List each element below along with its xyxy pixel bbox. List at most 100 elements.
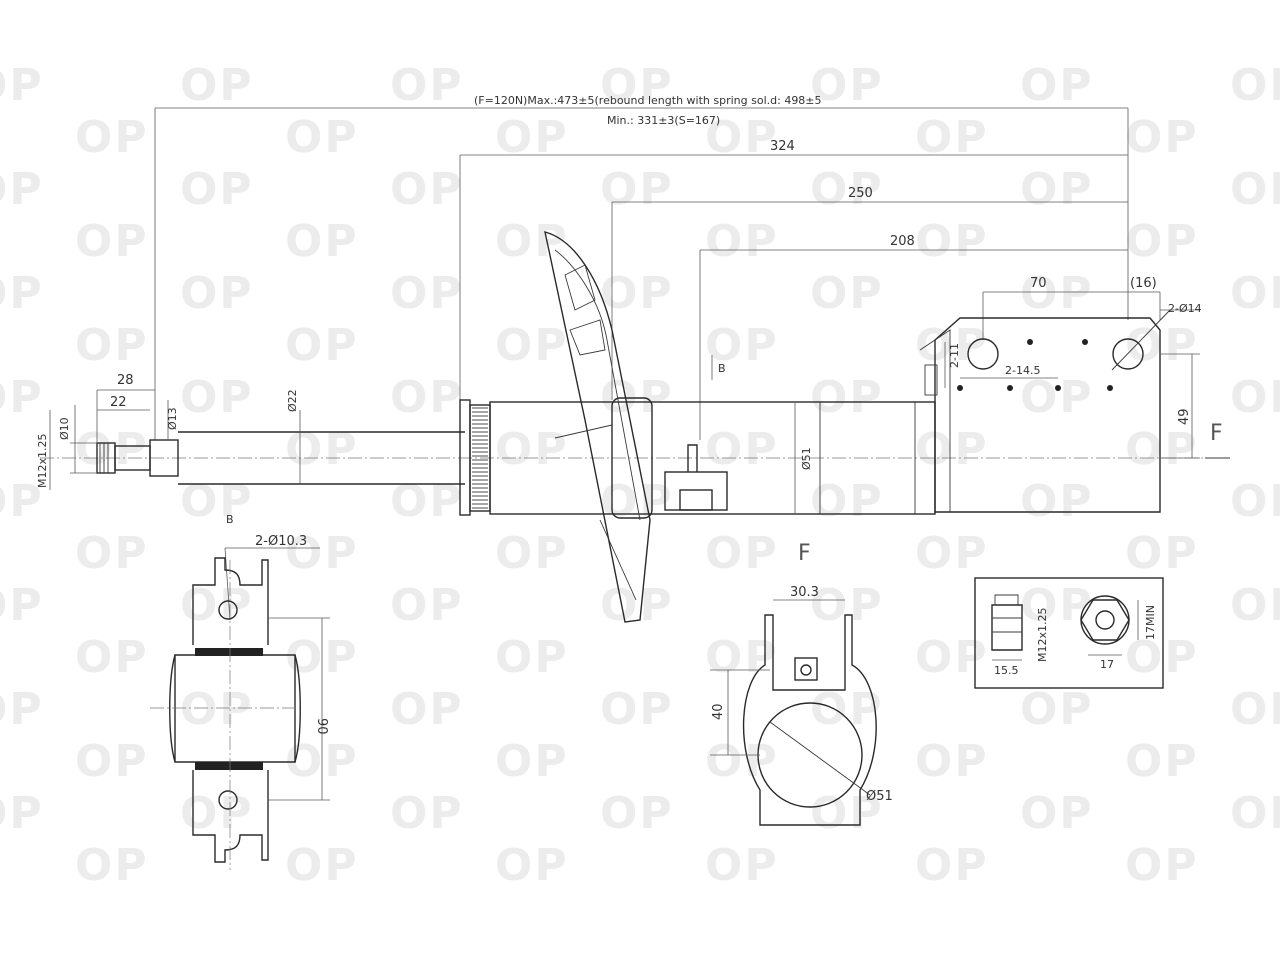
- watermark-text: OP: [1230, 684, 1280, 735]
- watermark-text: OP: [810, 372, 884, 423]
- watermark-text: OP: [495, 528, 569, 579]
- watermark-text: OP: [915, 528, 989, 579]
- dim-208: 208: [890, 234, 915, 249]
- watermark-text: OP: [1125, 112, 1199, 163]
- watermark-text: OP: [1125, 424, 1199, 475]
- watermark-text: OP: [600, 580, 674, 631]
- nut-min: 17MIN: [1144, 605, 1157, 640]
- watermark-text: OP: [600, 684, 674, 735]
- watermark-text: OP: [390, 268, 464, 319]
- dim-70: 70: [1030, 276, 1047, 291]
- watermark-text: OP: [1020, 788, 1094, 839]
- watermark-text: OP: [180, 60, 254, 111]
- watermark-text: OP: [915, 736, 989, 787]
- watermark-text: OP: [1020, 684, 1094, 735]
- dim-13: Ø13: [166, 407, 179, 430]
- watermark-text: OP: [1020, 60, 1094, 111]
- watermark-text: OP: [75, 528, 149, 579]
- watermark-text: OP: [1230, 580, 1280, 631]
- view-b: B 2-Ø10.3 90: [150, 513, 330, 870]
- watermark-text: OP: [915, 632, 989, 683]
- watermark-text: OP: [705, 112, 779, 163]
- watermark-text: OP: [600, 164, 674, 215]
- watermark-text: OP: [1020, 164, 1094, 215]
- watermark-text: OP: [75, 736, 149, 787]
- view-f-marker: F: [1210, 421, 1223, 446]
- watermark-text: OP: [0, 476, 44, 527]
- watermark-text: OP: [495, 112, 569, 163]
- watermark-text: OP: [180, 580, 254, 631]
- watermark-text: OP: [285, 632, 359, 683]
- watermark-text: OP: [0, 788, 44, 839]
- watermark-text: OP: [705, 424, 779, 475]
- watermark-text: OP: [1230, 476, 1280, 527]
- watermark-text: OP: [390, 60, 464, 111]
- watermark-text: OP: [705, 216, 779, 267]
- watermark-text: OP: [390, 164, 464, 215]
- watermark-text: OP: [1125, 528, 1199, 579]
- nut-155: 15.5: [994, 664, 1019, 677]
- watermark-text: OP: [495, 632, 569, 683]
- watermark-text: OP: [1230, 788, 1280, 839]
- watermark-text: OP: [390, 684, 464, 735]
- watermark-text: OP: [75, 632, 149, 683]
- watermark-text: OP: [495, 216, 569, 267]
- watermark-text: OP: [180, 372, 254, 423]
- watermark-text: OP: [180, 684, 254, 735]
- watermark-text: OP: [810, 164, 884, 215]
- watermark-text: OP: [0, 60, 44, 111]
- watermark-text: OP: [495, 424, 569, 475]
- watermark-text: OP: [810, 268, 884, 319]
- dim-rod: Ø22: [286, 389, 299, 412]
- watermark-text: OP: [810, 684, 884, 735]
- watermark-text: OP: [1230, 268, 1280, 319]
- watermark-text: OP: [75, 424, 149, 475]
- watermark-text: OP: [180, 268, 254, 319]
- watermark-text: OP: [1230, 372, 1280, 423]
- watermark-text: OP: [495, 320, 569, 371]
- watermark-text: OP: [390, 788, 464, 839]
- dim-tube: Ø51: [800, 447, 813, 470]
- watermark-text: OP: [0, 684, 44, 735]
- watermark-text: OP: [180, 164, 254, 215]
- spacing-145: 2-14.5: [1005, 364, 1040, 377]
- dim-90: 90: [314, 718, 329, 735]
- nut-thread: M12x1.25: [1036, 608, 1049, 663]
- watermark-text: OP: [0, 164, 44, 215]
- dim-28: 28: [117, 373, 134, 388]
- watermark-text: OP: [705, 736, 779, 787]
- watermark-text: OP: [1125, 216, 1199, 267]
- watermark-text: OP: [285, 216, 359, 267]
- watermark-text: OP: [1020, 476, 1094, 527]
- watermark-text: OP: [285, 528, 359, 579]
- watermark-text: OP: [180, 788, 254, 839]
- dim-324: 324: [770, 139, 795, 154]
- watermark-text: OP: [1125, 320, 1199, 371]
- dim-250: 250: [848, 186, 873, 201]
- watermark-text: OP: [390, 372, 464, 423]
- watermark-text: OP: [0, 268, 44, 319]
- dim-49: 49: [1177, 408, 1192, 425]
- nut-detail: 15.5 M12x1.25 17 17MIN: [974, 577, 1164, 689]
- watermark-text: OP: [1230, 60, 1280, 111]
- watermark-text: OP: [1020, 372, 1094, 423]
- dim-10: Ø10: [58, 417, 71, 440]
- watermark-text: OP: [705, 528, 779, 579]
- spacing-11: 2-11: [948, 343, 961, 368]
- watermark-text: OP: [600, 268, 674, 319]
- holes-14: 2-Ø14: [1168, 302, 1202, 315]
- dim-dia: Ø51: [866, 789, 893, 804]
- dim-40: 40: [711, 703, 726, 720]
- watermark-text: OP: [1125, 840, 1199, 891]
- watermark-text: OP: [1125, 632, 1199, 683]
- watermark-text: OP: [1020, 268, 1094, 319]
- watermark-text: OP: [0, 372, 44, 423]
- holes-103: 2-Ø10.3: [255, 534, 307, 549]
- watermark-text: OP: [285, 112, 359, 163]
- watermark-layer: OP OP OP OP OP OP OP OP OP OP OP OP OP OP OP OP OP OP OP OP…: [0, 60, 1280, 891]
- top-dimensions: (F=120N)Max.:473±5(rebound length with s…: [154, 94, 1161, 440]
- watermark-text: OP: [0, 580, 44, 631]
- watermark-text: OP: [495, 736, 569, 787]
- watermark-text: OP: [810, 60, 884, 111]
